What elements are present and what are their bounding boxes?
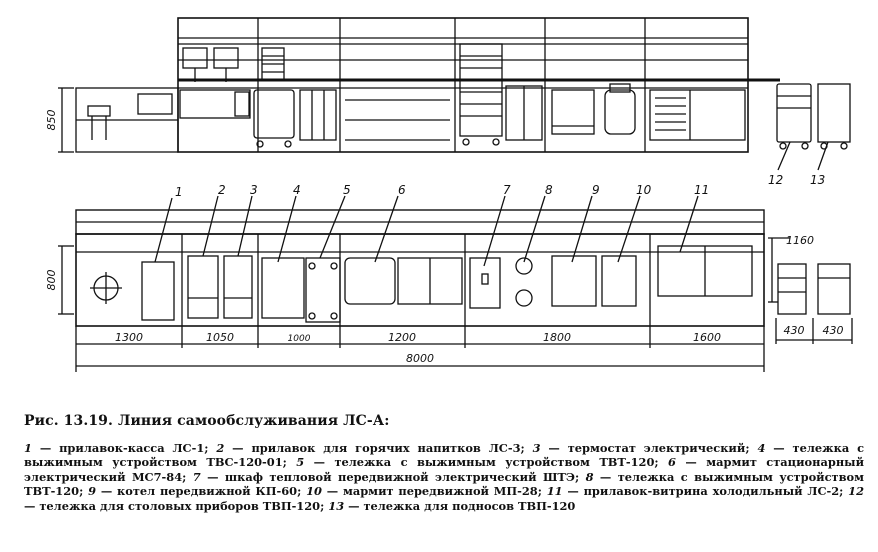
callout-11: 11 (694, 183, 709, 197)
legend-item-number: 8 (585, 469, 594, 484)
elevation-view (58, 17, 851, 171)
legend-item: 10 — мармит передвижной МП-28; (306, 484, 547, 499)
callout-8: 8 (545, 183, 553, 197)
callout-4: 4 (293, 183, 301, 197)
dim-section-5: 1800 (543, 331, 571, 344)
legend-item: 6 — мармит стационарный электрический МС… (24, 455, 865, 484)
legend-item-number: 6 (668, 455, 676, 470)
legend-item-text: тележка с выжимным устройством ТВС-120-0… (24, 441, 865, 470)
legend-item: 2 — прилавок для горячих напитков ЛС-3; (216, 441, 533, 455)
legend-item-text: мармит стационарный электрический МС7-84 (24, 455, 865, 484)
callout-13: 13 (810, 173, 825, 187)
callout-3: 3 (250, 183, 258, 197)
legend-item-text: прилавок-касса ЛС-1 (59, 441, 205, 455)
legend-item-number: 5 (296, 455, 305, 470)
callout-10: 10 (636, 183, 652, 197)
legend-item: 5 — тележка с выжимным устройством ТВТ-1… (296, 455, 669, 470)
legend-item-text: тележка с выжимным устройством ТВТ-120 (334, 455, 655, 470)
dim-elevation-height: 850 (45, 110, 58, 131)
dim-plan-depth: 800 (45, 270, 58, 291)
legend-item: 13 — тележка для подносов ТВП-120 (328, 498, 576, 513)
legend-item-number: 10 (306, 484, 322, 499)
legend-item-number: 12 (848, 484, 865, 499)
legend-item-text: котел передвижной КП-60 (117, 484, 298, 499)
dim-section-3: 1000 (288, 334, 311, 344)
legend-item-number: 1 (24, 441, 32, 455)
legend-item-text: тележка для столовых приборов ТВП-120 (39, 498, 321, 513)
legend-item-text: прилавок-витрина холодильный ЛС-2 (583, 484, 840, 499)
cafeteria-line-drawing: 850 800 1160 1300 1050 1000 1200 1800 16… (45, 17, 853, 372)
dim-section-4: 1200 (388, 331, 416, 344)
legend-item-text: тележка с выжимным устройством ТВТ-120 (24, 469, 865, 499)
callout-6: 6 (398, 183, 406, 197)
callout-12: 12 (768, 173, 783, 187)
legend-item-number: 2 (216, 441, 225, 455)
callout-5: 5 (343, 183, 351, 197)
legend-item-text: тележка для подносов ТВП-120 (363, 498, 576, 513)
dim-cart-1: 430 (784, 324, 805, 337)
legend-item: 9 — котел передвижной КП-60; (88, 484, 307, 499)
legend-item: 4 — тележка с выжимным устройством ТВС-1… (24, 441, 865, 470)
legend-item: 3 — термостат электрический; (532, 441, 758, 455)
legend-item: 11 — прилавок-витрина холодильный ЛС-2; (546, 484, 849, 499)
callout-7: 7 (503, 183, 511, 197)
legend-item-number: 9 (88, 484, 97, 499)
dim-section-6: 1600 (693, 331, 721, 344)
legend-item: 1 — прилавок-касса ЛС-1; (24, 441, 217, 455)
legend-item-text: мармит передвижной МП-28 (342, 484, 538, 499)
plan-view (58, 195, 853, 372)
callout-1: 1 (175, 185, 183, 199)
legend-item-text: шкаф тепловой передвижной электрический … (224, 469, 575, 484)
figure-caption: Рис. 13.19. Линия самообслуживания ЛС-А:… (24, 413, 864, 513)
legend-item-number: 3 (532, 441, 541, 455)
figure-legend: 1 — прилавок-касса ЛС-1; 2 — прилавок дл… (24, 441, 864, 513)
callout-2: 2 (218, 183, 226, 197)
dim-section-1: 1300 (115, 331, 143, 344)
dim-section-2: 1050 (206, 331, 234, 344)
legend-item-text: прилавок для горячих напитков ЛС-3 (251, 441, 521, 455)
dim-cart-depth: 1160 (786, 234, 814, 247)
legend-item: 12 — тележка для столовых приборов ТВП-1… (24, 484, 865, 513)
legend-item-number: 7 (192, 469, 201, 484)
figure-title: Рис. 13.19. Линия самообслуживания ЛС-А: (24, 413, 390, 429)
drawing-labels: 850 800 1160 1300 1050 1000 1200 1800 16… (45, 110, 844, 366)
callout-9: 9 (592, 183, 600, 197)
legend-item: 7 — шкаф тепловой передвижной электричес… (192, 469, 586, 484)
legend-item-text: термостат электрический (567, 441, 746, 455)
legend-item: 8 — тележка с выжимным устройством ТВТ-1… (24, 469, 865, 499)
dim-cart-2: 430 (823, 324, 844, 337)
legend-item-number: 13 (328, 498, 345, 513)
legend-item-number: 4 (757, 441, 766, 455)
dim-total: 8000 (406, 352, 434, 365)
legend-item-number: 11 (546, 484, 563, 499)
